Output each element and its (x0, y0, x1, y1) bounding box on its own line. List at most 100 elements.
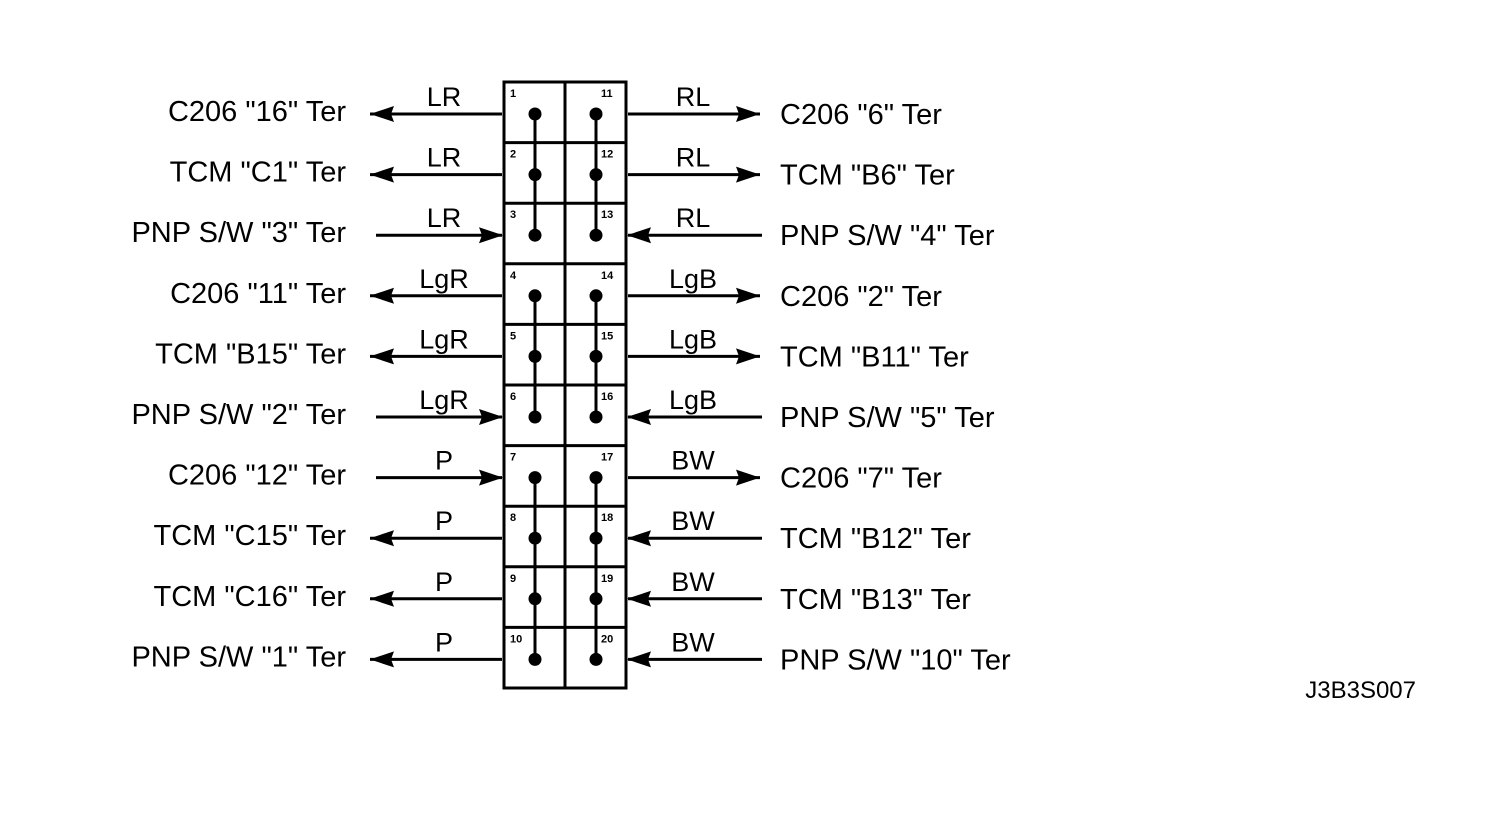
terminal-dot (528, 349, 542, 363)
terminal-label: PNP S/W "5" Ter (780, 402, 995, 434)
terminal-dot (528, 107, 542, 121)
terminal-dot (528, 531, 542, 545)
wire-color-label: LR (427, 143, 462, 173)
pin-number: 20 (601, 633, 613, 645)
terminal-dot (589, 592, 603, 606)
wire-color-label: P (435, 627, 453, 657)
wire-color-label: LgB (669, 264, 717, 294)
pin-number: 4 (510, 270, 517, 282)
arrowhead (736, 287, 760, 304)
pin-number: 15 (601, 330, 613, 342)
arrowhead (627, 530, 651, 547)
connector-block (502, 80, 628, 690)
wire-color-label: LgR (419, 385, 469, 415)
terminal-label: PNP S/W "1" Ter (131, 641, 346, 673)
terminal-dot (589, 410, 603, 424)
pin-number: 8 (510, 512, 516, 524)
terminal-label: TCM "C15" Ter (154, 520, 347, 552)
terminal-dot (589, 652, 603, 666)
terminal-label: TCM "B13" Ter (780, 584, 971, 616)
wire-color-label: P (435, 446, 453, 476)
terminal-label: PNP S/W "10" Ter (780, 644, 1011, 676)
terminal-label: TCM "C16" Ter (154, 581, 347, 613)
arrowhead (370, 166, 394, 183)
terminal-dot (589, 471, 603, 485)
terminal-dot (589, 531, 603, 545)
terminal-label: PNP S/W "2" Ter (131, 399, 346, 431)
terminal-label: PNP S/W "3" Ter (131, 217, 346, 249)
left-row-pin-4: 4 LgR C206 "11" Ter (170, 264, 542, 310)
pin-number: 12 (601, 149, 613, 161)
pin-number: 7 (510, 452, 516, 464)
wire-color-label: LgR (419, 324, 469, 354)
terminal-label: PNP S/W "4" Ter (780, 220, 995, 252)
wire-color-label: LR (427, 82, 462, 112)
arrowhead (627, 590, 651, 607)
terminal-label: TCM "B15" Ter (155, 338, 346, 370)
left-row-pin-8: 8 P TCM "C15" Ter (154, 506, 542, 552)
arrowhead (479, 469, 503, 486)
terminal-dot (589, 168, 603, 182)
terminal-label: C206 "11" Ter (170, 278, 346, 310)
arrowhead (370, 530, 394, 547)
arrowhead (479, 227, 503, 244)
wire-color-label: BW (671, 627, 715, 657)
pin-number: 17 (601, 452, 613, 464)
terminal-dot (528, 592, 542, 606)
right-row-pin-17: 17 BW C206 "7" Ter (589, 446, 942, 495)
terminal-label: TCM "C1" Ter (170, 157, 347, 189)
pin-number: 14 (601, 270, 614, 282)
wire-color-label: P (435, 506, 453, 536)
pin-number: 6 (510, 391, 516, 403)
terminal-dot (528, 289, 542, 303)
wire-color-label: RL (676, 203, 711, 233)
terminal-label: C206 "6" Ter (780, 99, 942, 131)
wire-color-label: LR (427, 203, 462, 233)
arrowhead (627, 651, 651, 668)
terminal-dot (528, 168, 542, 182)
wire-color-label: BW (671, 567, 715, 597)
pin-number: 1 (510, 88, 516, 100)
pin-number: 3 (510, 209, 516, 221)
wire-color-label: BW (671, 446, 715, 476)
terminal-dot (589, 349, 603, 363)
pin-number: 19 (601, 573, 613, 585)
pin-number: 18 (601, 512, 613, 524)
left-row-pin-6: 6 LgR PNP S/W "2" Ter (131, 385, 542, 431)
terminal-dot (528, 410, 542, 424)
arrowhead (736, 166, 760, 183)
terminal-dot (589, 107, 603, 121)
terminal-label: C206 "7" Ter (780, 463, 942, 495)
terminal-dot (528, 471, 542, 485)
right-row-pin-19: 19 BW TCM "B13" Ter (589, 567, 971, 616)
left-row-pin-7: 7 P C206 "12" Ter (168, 446, 542, 492)
wire-color-label: LgR (419, 264, 469, 294)
wire-color-label: LgB (669, 324, 717, 354)
left-row-pin-1: 1 LR C206 "16" Ter (168, 82, 542, 128)
terminal-label: C206 "16" Ter (168, 96, 346, 128)
arrowhead (736, 106, 760, 122)
pin-number: 16 (601, 391, 613, 403)
terminal-dot (589, 289, 603, 303)
arrowhead (479, 409, 503, 425)
wire-color-label: P (435, 567, 453, 597)
terminal-dot (528, 652, 542, 666)
terminal-label: C206 "12" Ter (168, 460, 346, 492)
wire-color-label: LgB (669, 385, 717, 415)
wire-color-label: RL (676, 82, 711, 112)
wire-color-label: RL (676, 143, 711, 173)
arrowhead (736, 469, 760, 486)
arrowhead (370, 106, 394, 122)
terminal-dot (528, 228, 542, 242)
